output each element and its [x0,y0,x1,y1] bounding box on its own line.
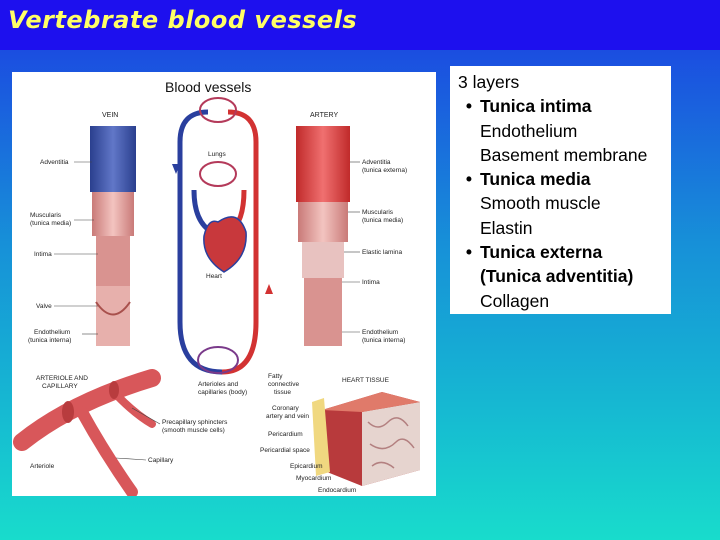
sphincters-label: Precapillary sphincters [162,419,228,426]
artery-endothelium-label: Endothelium [362,329,398,336]
myocardium-label: Myocardium [296,475,331,482]
arteriole-heading: ARTERIOLE AND [36,375,88,382]
vein-muscularis-sub: (tunica media) [30,220,71,227]
artery-intima-label: Intima [362,279,380,286]
artery-elastic-lamina [302,242,344,278]
fatty-label-2: connective [268,381,299,388]
arterioles-sub: capillaries (body) [198,389,247,396]
layer-item: •Tunica intima [458,94,671,118]
layer-detail: Endothelium [458,119,671,143]
artery-adventitia-layer [296,126,350,202]
artery-muscularis-layer [298,202,348,242]
fatty-label: Fatty [268,373,283,380]
vein-intima-label: Intima [34,251,52,258]
layer-item: •Tunica externa [458,240,671,264]
artery-adventitia-sub: (tunica externa) [362,167,407,174]
layers-textbox: 3 layers •Tunica intima Endothelium Base… [450,66,671,314]
artery-elastic-label: Elastic lamina [362,249,402,256]
layer-name: Tunica media [480,169,591,189]
artery-muscularis-label: Muscularis [362,209,394,216]
diagram-heading: Blood vessels [165,79,251,95]
diagram-svg: Blood vessels VEIN Adventitia Muscularis… [12,72,436,496]
arteriole-label: Arteriole [30,463,55,470]
vein-muscularis-label: Muscularis [30,212,62,219]
fatty-label-3: tissue [274,389,291,396]
capillary-label: Capillary [148,457,174,464]
coronary-label: Coronary [272,405,299,412]
layer-item: •Tunica media [458,167,671,191]
layer-detail: Smooth muscle [458,191,671,215]
epicardium-label: Epicardium [290,463,323,470]
artery-intima-layer [304,278,342,346]
artery-muscularis-sub: (tunica media) [362,217,403,224]
heart-tissue-block [312,392,420,486]
vein-adventitia-label: Adventitia [40,159,69,166]
layer-detail: Elastin [458,216,671,240]
title-bar: Vertebrate blood vessels [0,0,720,50]
pericardium-label: Pericardium [268,431,303,438]
bullet-icon: • [458,94,480,118]
vein-adventitia-layer [90,126,136,192]
vein-valve-label: Valve [36,303,52,310]
layer-detail: Basement membrane [458,143,671,167]
artery-adventitia-label: Adventitia [362,159,391,166]
artery-label: ARTERY [310,112,338,119]
layer-detail: (Tunica adventitia) [458,264,671,288]
vein-endothelium-sub: (tunica interna) [28,337,71,344]
arterioles-label: Arterioles and [198,381,238,388]
vein-valve-section [96,286,130,346]
layers-heading: 3 layers [458,70,671,94]
layer-name: Tunica intima [480,96,592,116]
endocardium-label: Endocardium [318,487,356,494]
bullet-icon: • [458,167,480,191]
heart-tissue-heading: HEART TISSUE [342,377,390,384]
arteriole-branches [22,378,152,492]
vein-endothelium-label: Endothelium [34,329,70,336]
bullet-icon: • [458,240,480,264]
vein-intima-layer [96,236,130,286]
vein-muscularis-layer [92,192,134,236]
body-capillaries [198,347,238,373]
heart-icon [204,217,246,272]
arteriole-heading-2: CAPILLARY [42,383,78,390]
sphincters-sub: (smooth muscle cells) [162,427,225,434]
lungs-label: Lungs [208,151,226,158]
heart-label: Heart [206,273,222,280]
slide-title: Vertebrate blood vessels [8,6,357,34]
artery-endothelium-sub: (tunica interna) [362,337,405,344]
blood-vessels-diagram: Blood vessels VEIN Adventitia Muscularis… [12,72,436,496]
layer-name: Tunica externa [480,242,602,262]
coronary-sub: artery and vein [266,413,309,420]
layer-detail: Collagen [458,289,671,313]
vein-label: VEIN [102,112,118,119]
pericardial-space-label: Pericardial space [260,447,310,454]
